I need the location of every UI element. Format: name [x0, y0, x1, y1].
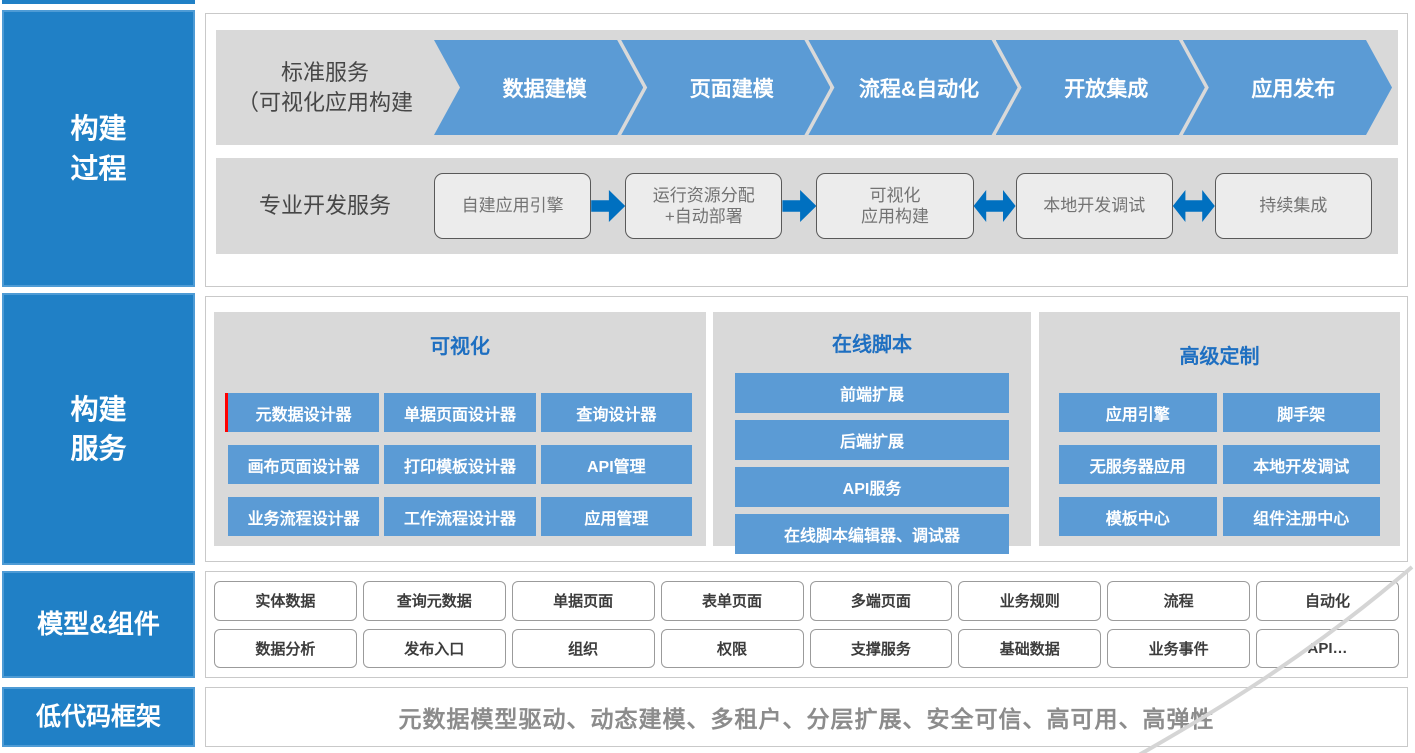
- dev-step-line: 运行资源分配: [652, 185, 755, 205]
- service-button-canvas-page-designer: 画布页面设计器: [228, 445, 380, 484]
- service-button-app-engine: 应用引擎: [1059, 393, 1217, 432]
- panel-online-script: 在线脚本 前端扩展 后端扩展 API服务 在线脚本编辑器、调试器: [713, 312, 1031, 554]
- panel-visualization: 可视化 元数据设计器 单据页面设计器 查询设计器 画布页面设计器 打印模板设计器…: [214, 312, 706, 546]
- service-button-metadata-designer: 元数据设计器: [228, 393, 380, 432]
- service-button-api-service: API服务: [735, 467, 1009, 507]
- service-button-backend-extension: 后端扩展: [735, 420, 1009, 460]
- top-edge-sliver: [2, 0, 195, 4]
- panel-title: 高级定制: [1179, 346, 1260, 368]
- dev-step-line: 持续集成: [1259, 196, 1328, 216]
- service-button-script-editor-debugger: 在线脚本编辑器、调试器: [735, 514, 1009, 554]
- service-button-component-registry: 组件注册中心: [1222, 497, 1380, 536]
- service-button-api-management: API管理: [540, 445, 692, 484]
- chevron-step-page-modeling: 页面建模: [621, 40, 830, 135]
- framework-text: 元数据模型驱动、动态建模、多租户、分层扩展、安全可信、高可用、高弹性: [398, 706, 1215, 732]
- service-button-local-dev-debug: 本地开发调试: [1222, 445, 1380, 484]
- models-components-grid: 实体数据 查询元数据 单据页面 表单页面 多端页面 业务规则 流程 自动化 数据…: [206, 572, 1407, 677]
- service-button-serverless-app: 无服务器应用: [1059, 445, 1217, 484]
- panel-standard-service: 标准服务 （可视化应用构建 数据建模 页面建模 流程&自动化 开放集成 应用发布: [216, 30, 1398, 145]
- online-script-rows: 前端扩展 后端扩展 API服务 在线脚本编辑器、调试器: [713, 373, 1031, 554]
- service-button-app-management: 应用管理: [540, 497, 692, 536]
- professional-service-label: 专业开发服务: [258, 193, 391, 219]
- standard-service-steps: 数据建模 页面建模 流程&自动化 开放集成 应用发布: [434, 40, 1392, 135]
- model-box-flow: 流程: [1107, 581, 1251, 621]
- model-box-publish-entry: 发布入口: [362, 628, 506, 668]
- panel-advanced-custom: 高级定制 应用引擎 脚手架 无服务器应用 本地开发调试 模板中心 组件注册中心: [1039, 312, 1400, 546]
- service-button-print-template-designer: 打印模板设计器: [384, 445, 536, 484]
- dev-step-local-debug: 本地开发调试: [1015, 173, 1173, 239]
- model-box-api: API…: [1256, 628, 1399, 668]
- model-box-entity-data: 实体数据: [214, 581, 357, 621]
- standard-service-label-line: （可视化应用构建: [236, 89, 413, 115]
- dev-step-line: +自动部署: [664, 207, 743, 226]
- dev-step-line: 本地开发调试: [1043, 196, 1146, 216]
- standard-service-label-line: 标准服务: [280, 59, 369, 85]
- visualization-grid: 元数据设计器 单据页面设计器 查询设计器 画布页面设计器 打印模板设计器 API…: [214, 393, 706, 536]
- dev-step-continuous-integration: 持续集成: [1214, 173, 1373, 239]
- model-box-business-rules: 业务规则: [958, 581, 1102, 621]
- service-button-doc-page-designer: 单据页面设计器: [384, 393, 536, 432]
- service-button-template-center: 模板中心: [1059, 497, 1217, 536]
- chevron-step-open-integration: 开放集成: [996, 40, 1205, 135]
- model-box-business-event: 业务事件: [1107, 628, 1251, 668]
- service-button-workflow-designer: 工作流程设计器: [384, 497, 536, 536]
- panel-title: 在线脚本: [832, 334, 912, 356]
- band-models-components: 实体数据 查询元数据 单据页面 表单页面 多端页面 业务规则 流程 自动化 数据…: [205, 571, 1408, 678]
- chevron-step-flow-automation: 流程&自动化: [808, 40, 1017, 135]
- chevron-step-data-modeling: 数据建模: [434, 40, 643, 135]
- model-box-doc-page: 单据页面: [511, 581, 655, 621]
- band-lowcode-framework: 元数据模型驱动、动态建模、多租户、分层扩展、安全可信、高可用、高弹性: [205, 687, 1408, 747]
- side-label-models-components: 模型&组件: [2, 571, 195, 678]
- side-label-line: 构建: [70, 393, 127, 425]
- model-box-automation: 自动化: [1256, 581, 1399, 621]
- model-box-organization: 组织: [511, 628, 655, 668]
- panel-professional-service: 专业开发服务 自建应用引擎 运行资源分配 +自动部署 可视化 应用构建 本地开发…: [216, 158, 1398, 254]
- service-button-frontend-extension: 前端扩展: [735, 373, 1009, 413]
- band-build-services: 可视化 元数据设计器 单据页面设计器 查询设计器 画布页面设计器 打印模板设计器…: [205, 296, 1408, 562]
- dev-step-line: 可视化: [869, 185, 921, 205]
- band-build-process: 标准服务 （可视化应用构建 数据建模 页面建模 流程&自动化 开放集成 应用发布…: [205, 13, 1408, 287]
- arrow-double-icon: [1172, 190, 1215, 222]
- service-button-scaffold: 脚手架: [1222, 393, 1380, 432]
- dev-step-visual-build: 可视化 应用构建: [816, 173, 974, 239]
- panel-title: 可视化: [430, 336, 490, 358]
- side-label-line: 低代码框架: [35, 702, 161, 731]
- service-button-business-flow-designer: 业务流程设计器: [228, 497, 380, 536]
- professional-service-steps: 自建应用引擎 运行资源分配 +自动部署 可视化 应用构建 本地开发调试 持续集成: [434, 173, 1373, 239]
- side-label-line: 模型&组件: [37, 609, 160, 640]
- side-label-line: 过程: [70, 152, 127, 184]
- model-box-query-metadata: 查询元数据: [362, 581, 506, 621]
- dev-step-line: 自建应用引擎: [461, 196, 564, 216]
- side-label-lowcode-framework: 低代码框架: [2, 687, 195, 747]
- service-button-query-designer: 查询设计器: [540, 393, 692, 432]
- dev-step-line: 应用构建: [861, 207, 929, 226]
- side-label-build-process: 构建 过程: [2, 10, 195, 287]
- side-label-build-services: 构建 服务: [2, 293, 195, 565]
- dev-step-app-engine: 自建应用引擎: [434, 173, 592, 239]
- arrow-right-icon: [591, 190, 626, 222]
- side-label-line: 服务: [70, 433, 127, 464]
- side-label-line: 构建: [70, 113, 127, 145]
- model-box-support-service: 支撑服务: [809, 628, 953, 668]
- dev-step-resource-deploy: 运行资源分配 +自动部署: [625, 173, 783, 239]
- arrow-right-icon: [782, 190, 817, 222]
- model-box-data-analysis: 数据分析: [214, 628, 357, 668]
- model-box-form-page: 表单页面: [660, 581, 804, 621]
- model-box-permission: 权限: [660, 628, 804, 668]
- chevron-step-app-publish: 应用发布: [1183, 40, 1392, 135]
- advanced-custom-grid: 应用引擎 脚手架 无服务器应用 本地开发调试 模板中心 组件注册中心: [1039, 393, 1400, 536]
- model-box-basic-data: 基础数据: [958, 628, 1102, 668]
- arrow-double-icon: [973, 190, 1016, 222]
- model-box-multi-end-page: 多端页面: [809, 581, 953, 621]
- standard-service-label: 标准服务 （可视化应用构建: [216, 58, 434, 117]
